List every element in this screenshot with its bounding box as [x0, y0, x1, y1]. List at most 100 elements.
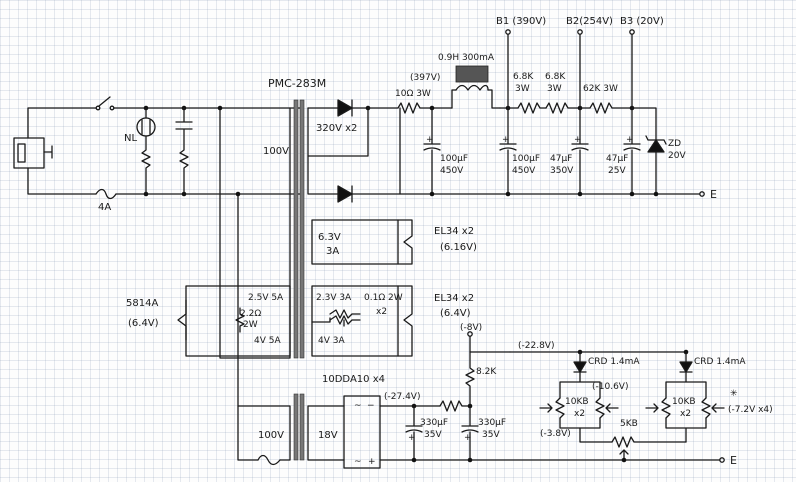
heater2-resistor: [329, 315, 361, 325]
rect-heater-box: [185, 285, 291, 357]
c2-value: 100μF: [512, 154, 540, 164]
r2-power: 3W: [515, 84, 530, 94]
mains-input: 4A NL: [13, 96, 303, 213]
pot2-wire: [665, 371, 707, 399]
pot1-bottom: [559, 417, 601, 429]
r3-power: 3W: [547, 84, 562, 94]
bias-out-terminal: [467, 331, 473, 337]
bias-c2-value: 330μF: [478, 418, 506, 428]
bias-diodes-label: 10DDA10 x4: [322, 374, 385, 385]
bias-secondary-label: 18V: [318, 430, 338, 441]
heater1-tube: EL34 x2: [434, 226, 474, 237]
heater2-bracket: [397, 285, 413, 357]
pot3-label: 5KB: [620, 419, 638, 429]
r1-resistor: [367, 102, 453, 114]
mains-live-wire: [27, 107, 97, 139]
pot1-count: x2: [574, 409, 585, 419]
heater3-winding: 4V 3A: [318, 336, 345, 346]
heater2-resistor: [329, 309, 361, 319]
r2-value: 6.8K: [513, 72, 534, 82]
b2-terminal: [577, 29, 583, 35]
heater1-voltage: 6.3V: [318, 232, 341, 243]
zener-wire: [631, 107, 657, 141]
junction-dot: [629, 191, 635, 197]
bias-supply: 10DDA10 x4 100V 18V ~ ~ − + (-27.4V) + 3…: [237, 323, 773, 469]
heater1-box: [311, 219, 399, 265]
choke-leads: [451, 89, 501, 109]
inlet-ground-pin: [43, 145, 53, 159]
ground-label: E: [710, 188, 717, 201]
fuse-symbol: [95, 188, 117, 200]
crd2-label: CRD 1.4mA: [694, 357, 746, 367]
junction-dot: [429, 191, 435, 197]
pot3-resistor: [611, 436, 687, 448]
pot2-wipers: [645, 403, 725, 413]
pot1-b: [595, 397, 605, 419]
fuse-label: 4A: [98, 202, 111, 213]
r3-resistor: [545, 102, 581, 114]
bias-c1: [405, 405, 423, 459]
bias-v4: (-3.8V): [540, 429, 571, 439]
transformer-name: PMC-283M: [268, 77, 326, 90]
ground-terminal: [699, 191, 705, 197]
rect-heater-resistor: [235, 307, 245, 333]
c1-capacitor: [423, 107, 441, 195]
rect-heater-tube: 5814A: [126, 298, 158, 309]
b3-label: B3 (20V): [620, 16, 664, 27]
bias-c2-voltage: 35V: [482, 430, 500, 440]
zener-diode: [647, 139, 665, 153]
choke-label: 0.9H 300mA: [438, 53, 495, 63]
power-switch: [98, 96, 111, 107]
bridge-rectifier: [343, 395, 381, 469]
bias-c2: [461, 405, 479, 459]
zener-voltage: 20V: [668, 151, 686, 161]
b2-label: B2(254V): [566, 16, 613, 27]
power-switch-contact: [109, 105, 115, 111]
mains-neutral-wire: [27, 167, 97, 195]
bias-r1: [439, 400, 471, 412]
pot1-a: [555, 397, 565, 419]
bias-c1-value: 330μF: [420, 418, 448, 428]
c4-voltage: 25V: [608, 166, 626, 176]
pot1-wire: [559, 371, 601, 399]
transformer-core: [299, 99, 305, 359]
heater1-tube-volt: (6.16V): [440, 242, 477, 253]
pot2-a: [661, 397, 671, 419]
bias-out-label: (-8V): [460, 323, 482, 333]
bias-c1-voltage: 35V: [424, 430, 442, 440]
snubber-cap-resistor: [175, 107, 193, 195]
crd2-diode: [679, 361, 693, 373]
bias-secondary-winding: [307, 405, 345, 461]
bridge-ac-mark: ~: [354, 401, 362, 411]
rectifier-diode: [337, 185, 353, 203]
bias-ground-terminal: [719, 457, 725, 463]
heater2-resistor-label: 0.1Ω 2W: [364, 293, 403, 303]
bias-primary-label: 100V: [258, 430, 284, 441]
heater2-tube: EL34 x2: [434, 293, 474, 304]
rect-heater-winding2: 4V 5A: [254, 336, 281, 346]
pot1-label: 10KB: [565, 397, 589, 407]
junction-dot: [505, 191, 511, 197]
c3-value: 47μF: [550, 154, 572, 164]
heater2-tube-volt: (6.4V): [440, 308, 471, 319]
asterisk-mark: ✳: [730, 389, 738, 399]
pot2-count: x2: [680, 409, 691, 419]
pot2-bottom: [665, 417, 707, 443]
c3-capacitor: [571, 107, 589, 195]
neon-lamp-icon: [136, 117, 156, 137]
iec-inlet: [13, 137, 45, 169]
rectifier-diode: [337, 99, 353, 117]
bridge-plus-mark: +: [368, 457, 376, 467]
rect-heater-resistor-label: 2.2Ω: [240, 309, 261, 319]
bias-primary-winding: [237, 405, 291, 461]
bias-transformer-core: [293, 393, 299, 461]
c2-plus: +: [502, 135, 510, 145]
bridge-minus-mark: −: [367, 401, 375, 411]
c4-value: 47μF: [606, 154, 628, 164]
rect-heater-bracket: [177, 299, 187, 341]
neon-resistor: [141, 135, 151, 195]
bias-v5: (-7.2V x4): [728, 405, 773, 415]
bias-v2: (-22.8V): [518, 341, 554, 351]
bias-transformer-core: [299, 393, 305, 461]
bias-c2-plus: +: [464, 433, 472, 443]
